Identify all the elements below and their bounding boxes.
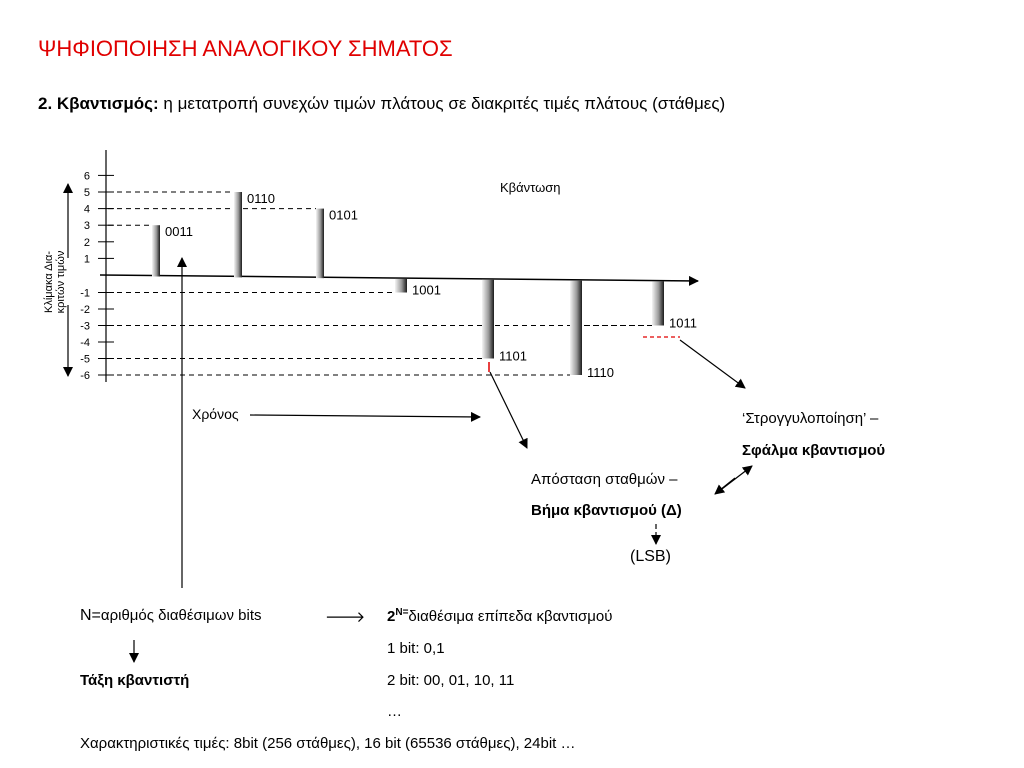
ellipsis: … [387,703,402,720]
y-tick-label: 2 [84,237,90,249]
y-tick-label: -3 [80,321,90,333]
subtitle-rest: η μετατροπή συνεχών τιμών πλάτους σε δια… [158,94,726,113]
y-tick-label: -2 [80,304,90,316]
page-title: ΨΗΦΙΟΠΟΙΗΣΗ ΑΝΑΛΟΓΙΚΟΥ ΣΗΜΑΤΟΣ [38,36,453,61]
quantization-label: Κβάντωση [500,180,561,195]
example-2bit: 2 bit: 00, 01, 10, 11 [387,672,515,689]
time-arrow [249,411,481,422]
y-tick-label: 3 [84,220,90,232]
sample-bar [482,279,494,359]
y-ticks: 6 5 4 3 2 1 -1 -2 -3 -4 -5 -6 [80,170,114,382]
y-axis-label-line2: κριτών τιμών [55,250,67,313]
sample-bar [152,225,160,277]
lsb-text: (LSB) [630,548,671,565]
subtitle-bold: 2. Κβαντισμός: [38,94,159,113]
sample-code-label: 1110 [587,365,614,380]
rounding-text: ‘Στρογγυλοποίηση’ – [742,410,879,427]
quantizer-order: Τάξη κβαντιστή [80,672,190,689]
levels-definition: 2N=διαθέσιμα επίπεδα κβαντισμού [387,607,612,625]
levels-base: 2 [387,608,396,625]
sample-bar [570,280,582,375]
time-label: Χρόνος [192,406,239,422]
sample-bars: 0011 0110 0101 1001 1101 1110 1011 [152,191,697,380]
right-arrow-glyph: 🡒 [325,609,366,626]
y-tick-label: 6 [84,170,90,182]
y-tick-label: -1 [80,288,90,300]
sample-bar [395,278,407,293]
sample-code-label: 1001 [412,283,441,298]
sample-code-label: 0110 [247,191,275,206]
level-guides [108,191,652,376]
sample-code-label: 0101 [329,208,358,223]
y-tick-label: -4 [80,337,90,349]
y-axis-label-line1: Κλίμακα Δια- [43,251,55,313]
characteristic-values: Χαρακτηριστικές τιμές: 8bit (256 στάθμες… [80,735,576,752]
sample-code-label: 0011 [165,224,193,239]
sample-code-label: 1011 [669,316,697,331]
distance-text: Απόσταση σταθμών – [531,471,678,488]
sample-bar [652,281,664,326]
double-arrow-b [717,465,753,493]
y-tick-label: -6 [80,370,90,382]
time-axis [99,274,699,286]
step-text: Βήμα κβαντισμού (Δ) [531,502,682,519]
step-arrow [489,371,528,449]
sample-bar [234,192,242,278]
y-tick-label: -5 [80,354,90,366]
rounding-arrow [679,339,746,389]
n-prefix: N= [80,607,101,624]
sample-bar [316,208,324,279]
sample-code-label: 1101 [499,349,527,364]
y-tick-label: 5 [84,187,90,199]
subtitle: 2. Κβαντισμός: η μετατροπή συνεχών τιμών… [38,94,725,114]
levels-sup: N= [395,607,409,618]
example-1bit: 1 bit: 0,1 [387,640,445,657]
levels-text: διαθέσιμα επίπεδα κβαντισμού [408,608,613,625]
n-definition: N=αριθμός διαθέσιμων bits [80,607,262,625]
quantization-error-text: Σφάλμα κβαντισμού [742,442,886,459]
n-text: αριθμός διαθέσιμων bits [100,607,262,624]
y-tick-label: 1 [84,253,90,265]
y-tick-label: 4 [84,204,90,216]
